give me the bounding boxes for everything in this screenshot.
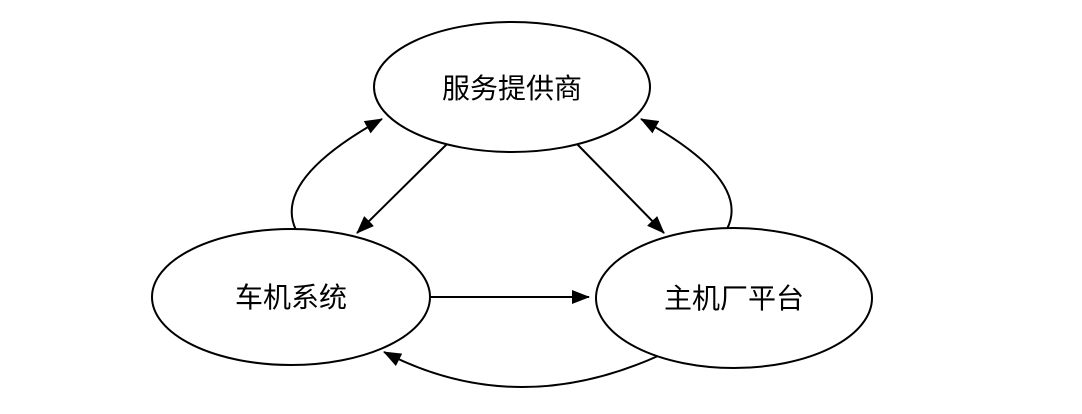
edge-oem-to-ivi-curved — [383, 351, 659, 388]
node-oem-platform-label: 主机厂平台 — [664, 283, 804, 314]
node-oem-platform-ellipse — [595, 227, 873, 369]
node-ivi-system-ellipse — [151, 228, 431, 366]
node-ivi-system-label: 车机系统 — [235, 282, 347, 313]
node-service-provider-label: 服务提供商 — [442, 73, 582, 104]
node-service-provider-ellipse — [373, 21, 651, 153]
edge-service-to-ivi-straight — [356, 143, 448, 234]
edge-oem-to-service-curved — [640, 118, 733, 230]
edge-service-to-oem-straight — [576, 143, 665, 234]
edge-ivi-to-service-curved — [290, 118, 383, 231]
